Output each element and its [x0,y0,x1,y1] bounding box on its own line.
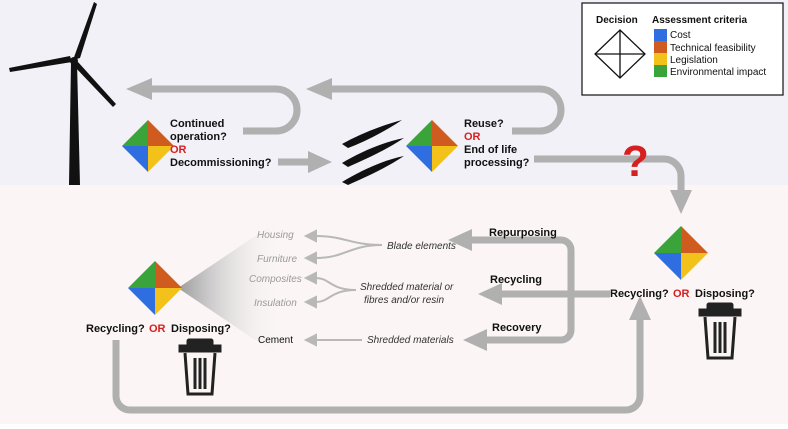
shredded-material-label: Shredded material or [360,282,454,293]
legend-item-environmental: Environmental impact [670,67,766,78]
product-cement: Cement [258,335,293,346]
arrow-heads [126,78,692,351]
right-recycling-label: Recycling? [610,288,669,300]
bottom-background [0,185,788,424]
recovery-label: Recovery [492,322,542,334]
diamond-quadrant [681,253,708,280]
diamond-quadrant [148,146,174,172]
decision-diamond-icon [654,226,708,280]
arrow-route-loop [470,236,610,344]
continued-label: Continued [170,118,224,130]
recycling-route-label: Recycling [490,274,542,286]
arrowhead [629,296,651,320]
end-of-life-label: End of life [464,144,517,156]
arrowhead [448,229,472,251]
arrow-shred-fork [315,277,357,303]
legend-item-technical: Technical feasibility [670,43,756,54]
legend-swatch-cost [654,29,667,41]
diamond-quadrant [654,253,681,280]
arrow-end-of-life [534,155,685,192]
left-or-label: OR [149,323,166,335]
arrow-continued-operation [150,85,301,135]
diamond-quadrant [155,288,182,315]
legend-swatch-technical [654,41,667,53]
legend-criteria-title: Assessment criteria [652,15,747,26]
decommissioning-label: Decommissioning? [170,157,272,169]
decision-diamond-icon [594,29,646,79]
arrow-return [112,318,644,414]
or-label: OR [464,131,481,143]
arrowhead [303,229,317,243]
arrow-blade-fork [315,235,383,259]
product-insulation: Insulation [254,298,297,309]
left-disposing-label: Disposing? [171,323,231,335]
trash-bin-icon [698,302,742,360]
blade-pieces-icon [342,120,404,185]
diamond-quadrant [681,226,708,253]
arrowhead [308,151,332,173]
arrowhead [478,283,502,305]
diamond-quadrant [654,226,681,253]
decision-diamond-icon [406,120,458,172]
fibres-resin-label: fibres and/or resin [364,295,444,306]
product-arrows [303,229,383,347]
reuse-label: Reuse? [464,118,504,130]
arrowhead [303,295,317,309]
trash-bin-icon [178,338,222,396]
right-or-label: OR [673,288,690,300]
legend-decision-label: Decision [596,15,638,26]
diamond-quadrant [432,120,458,146]
legend: Decision Assessment criteria Cost Techni… [581,2,784,96]
legend-item-cost: Cost [670,30,691,41]
product-housing: Housing [257,230,294,241]
product-furniture: Furniture [257,254,297,265]
shredded-materials-label: Shredded materials [367,335,454,346]
legend-swatch-environmental [654,65,667,77]
left-recycling-label: Recycling? [86,323,145,335]
arrowhead [126,78,152,100]
diamond-quadrant [406,146,432,172]
arrow-reuse [330,85,565,135]
diamond-quadrant [128,288,155,315]
question-mark-icon: ? [622,137,649,186]
arrowhead [303,251,317,265]
processing-label: processing? [464,157,530,169]
diamond-quadrant [148,120,174,146]
arrowhead [303,333,317,347]
right-disposing-label: Disposing? [695,288,755,300]
product-composites: Composites [249,274,302,285]
repurposing-label: Repurposing [489,227,557,239]
arrowhead [306,78,332,100]
diamond-quadrant [128,261,155,288]
arrowhead [670,190,692,214]
legend-swatch-legislation [654,53,667,65]
flow-arrows [112,85,685,414]
arrowhead [303,271,317,285]
diamond-quadrant [155,261,182,288]
diamond-quadrant [406,120,432,146]
decision-diamond-icon [122,120,174,172]
diamond-quadrant [122,146,148,172]
diamond-quadrant [122,120,148,146]
product-fan [178,216,285,360]
legend-item-legislation: Legislation [670,55,718,66]
or-label: OR [170,144,187,156]
diamond-quadrant [432,146,458,172]
operation-label: operation? [170,131,227,143]
wind-turbine-icon [9,2,116,185]
arrowhead [463,329,487,351]
blade-elements-label: Blade elements [387,241,456,252]
decision-diamond-icon [128,261,182,315]
